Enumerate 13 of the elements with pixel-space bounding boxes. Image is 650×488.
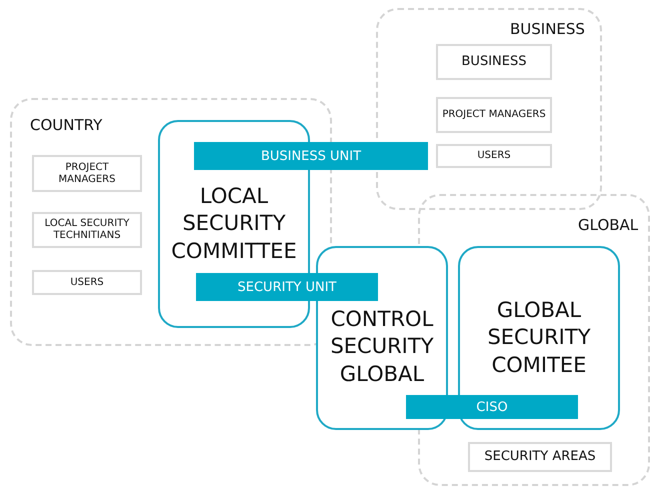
label-box: LOCAL SECURITY TECHNITIANS xyxy=(32,212,142,248)
region-title: BUSINESS xyxy=(510,20,585,38)
region-title: GLOBAL xyxy=(578,216,638,234)
label-box: PROJECT MANAGERS xyxy=(32,155,142,192)
label-box: USERS xyxy=(436,144,552,168)
region-title: COUNTRY xyxy=(30,116,102,134)
label-box: BUSINESS xyxy=(436,44,552,80)
unit-bar: SECURITY UNIT xyxy=(196,273,378,301)
label-box: USERS xyxy=(32,270,142,295)
label-box: PROJECT MANAGERS xyxy=(436,97,552,133)
label-box: SECURITY AREAS xyxy=(468,442,612,472)
unit-bar: CISO xyxy=(406,395,578,419)
unit-bar: BUSINESS UNIT xyxy=(194,142,428,170)
